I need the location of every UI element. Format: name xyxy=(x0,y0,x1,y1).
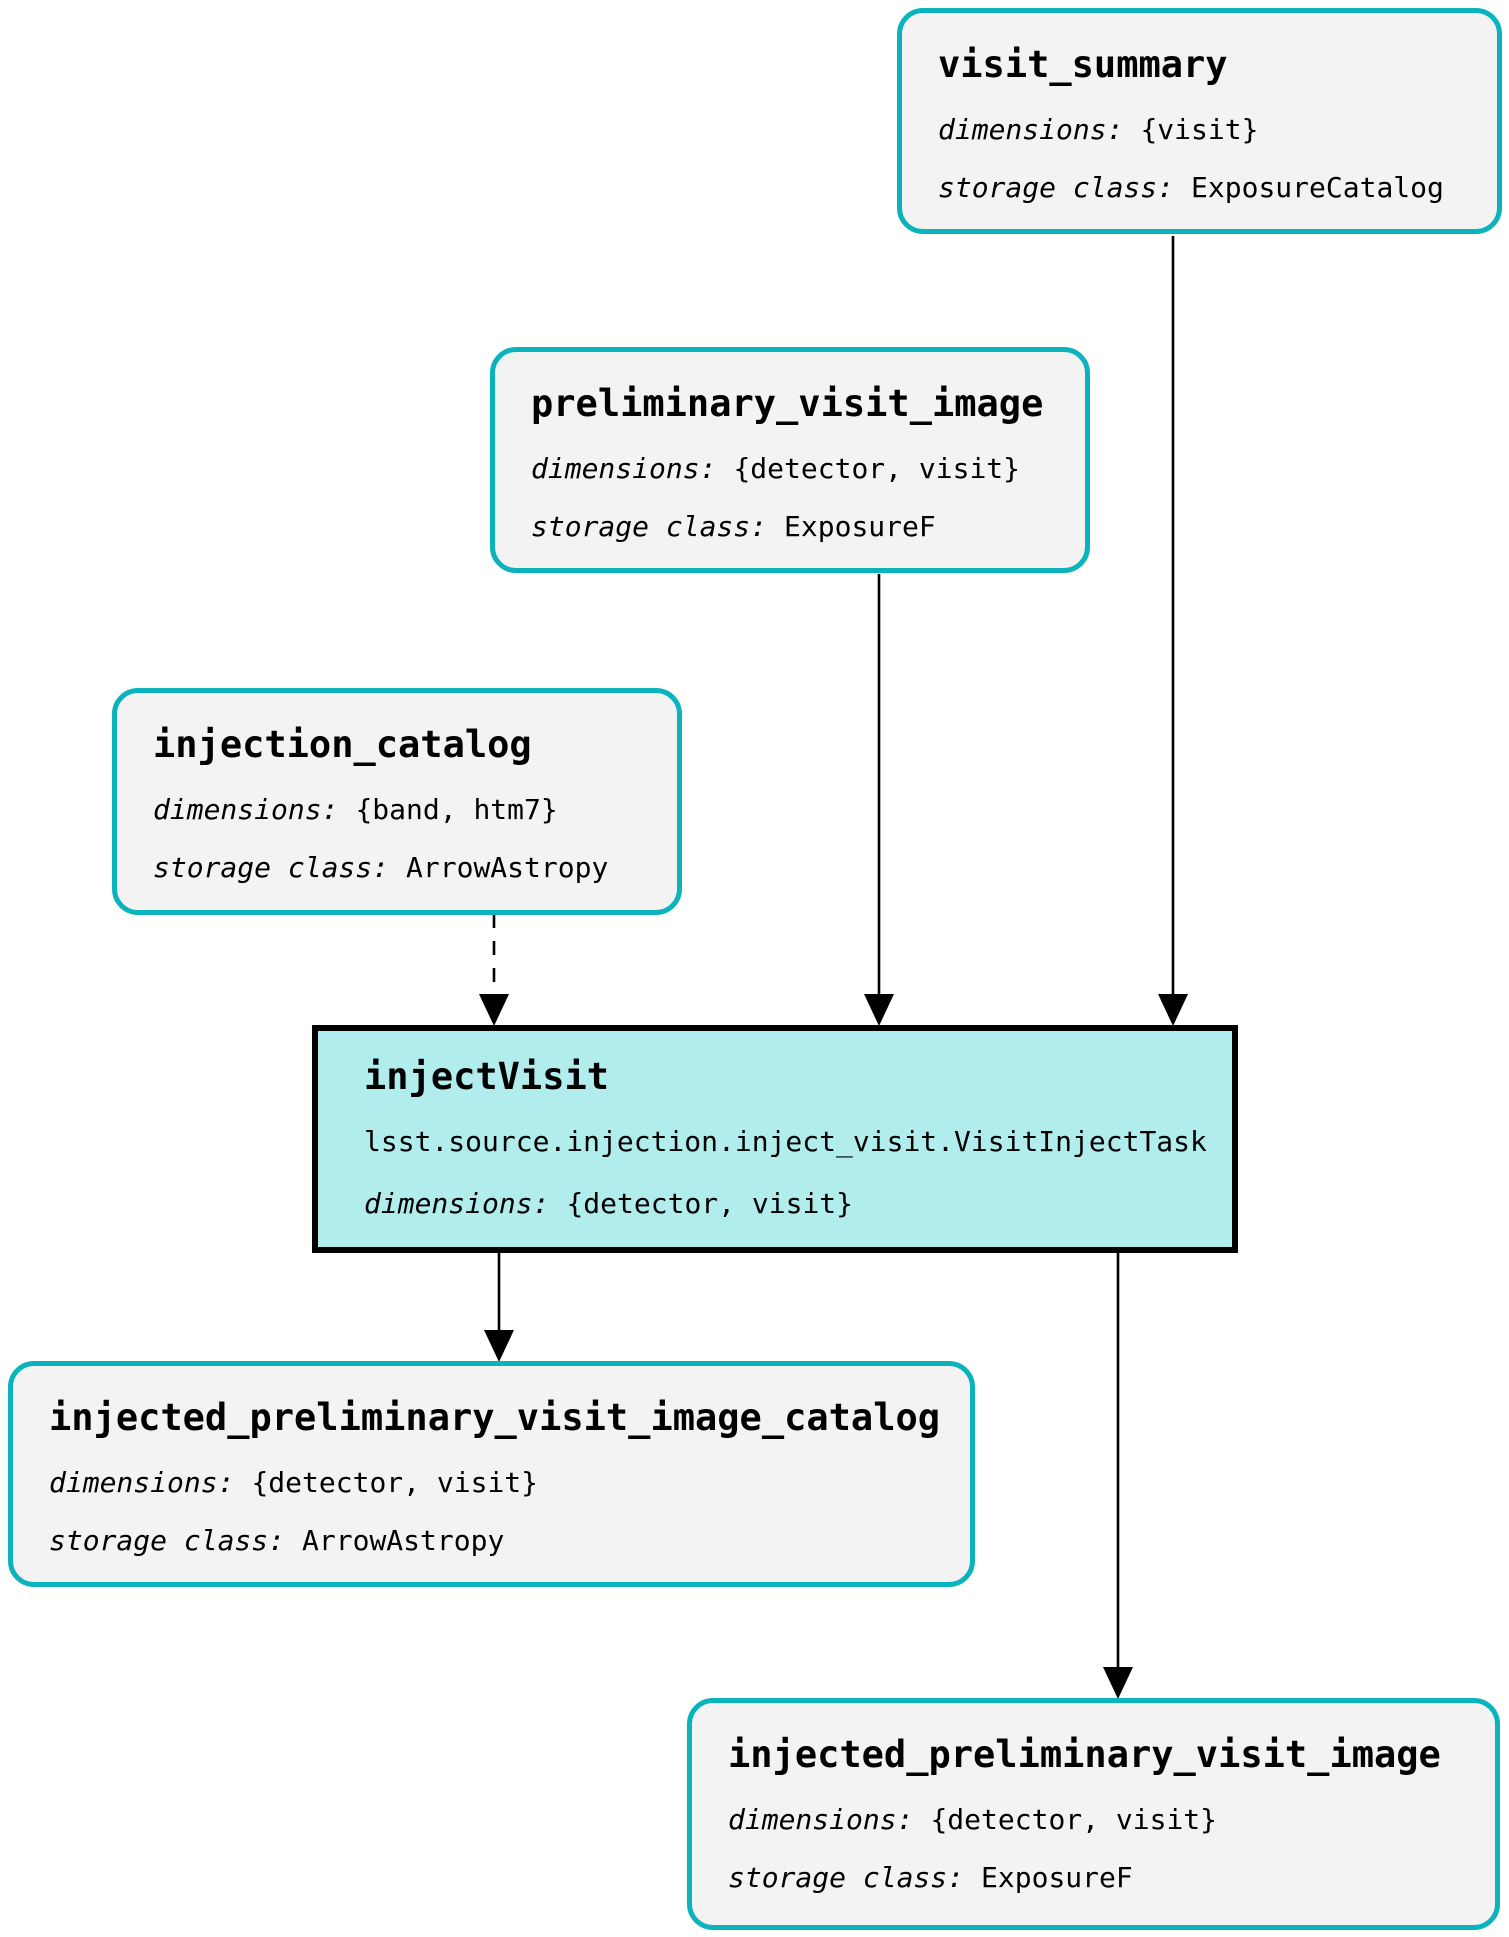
field-value: {detector, visit} xyxy=(566,1187,854,1220)
node-title: visit_summary xyxy=(938,43,1228,86)
node-injected-preliminary-visit-image-catalog: injected_preliminary_visit_image_catalog… xyxy=(8,1361,975,1587)
node-task-class: lsst.source.injection.inject_visit.Visit… xyxy=(364,1125,1207,1158)
node-title: injection_catalog xyxy=(153,723,532,766)
field-label: dimensions: xyxy=(49,1466,235,1499)
field-label: storage class: xyxy=(153,851,390,884)
field-value: ArrowAstropy xyxy=(302,1524,505,1557)
field-value: ArrowAstropy xyxy=(406,851,609,884)
node-field-dimensions: dimensions: {detector, visit} xyxy=(728,1803,1459,1837)
field-label: dimensions: xyxy=(728,1803,914,1836)
edge-preliminary-visit-image-to-injectvisit xyxy=(864,574,894,1026)
node-field-storage-class: storage class: ArrowAstropy xyxy=(153,851,641,885)
node-field-dimensions: dimensions: {detector, visit} xyxy=(49,1466,934,1500)
edge-injection-catalog-to-injectvisit xyxy=(479,914,509,1026)
node-injected-preliminary-visit-image: injected_preliminary_visit_image dimensi… xyxy=(687,1698,1500,1930)
node-injectvisit-task: injectVisit lsst.source.injection.inject… xyxy=(312,1025,1238,1253)
field-value: {visit} xyxy=(1140,113,1259,146)
node-title: injectVisit xyxy=(364,1055,610,1098)
field-label: storage class: xyxy=(49,1524,286,1557)
edge-arrowhead xyxy=(864,994,894,1026)
field-value: {band, htm7} xyxy=(355,793,558,826)
node-field-dimensions: dimensions: {band, htm7} xyxy=(153,793,641,827)
field-label: dimensions: xyxy=(364,1187,550,1220)
node-field-dimensions: dimensions: {detector, visit} xyxy=(364,1187,1196,1221)
edge-visit-summary-to-injectvisit xyxy=(1158,236,1188,1026)
field-label: storage class: xyxy=(531,510,768,543)
node-title: injected_preliminary_visit_image_catalog xyxy=(49,1396,941,1439)
field-label: dimensions: xyxy=(938,113,1124,146)
field-label: storage class: xyxy=(728,1861,965,1894)
node-field-dimensions: dimensions: {detector, visit} xyxy=(531,452,1049,486)
node-title: injected_preliminary_visit_image xyxy=(728,1733,1441,1776)
field-label: storage class: xyxy=(938,171,1175,204)
node-field-storage-class: storage class: ExposureF xyxy=(728,1861,1459,1895)
node-title: preliminary_visit_image xyxy=(531,382,1044,425)
edge-arrowhead xyxy=(1103,1667,1133,1699)
node-preliminary-visit-image: preliminary_visit_image dimensions: {dete… xyxy=(490,347,1090,573)
node-field-storage-class: storage class: ArrowAstropy xyxy=(49,1524,934,1558)
node-injection-catalog: injection_catalog dimensions: {band, htm7… xyxy=(112,688,682,915)
node-field-dimensions: dimensions: {visit} xyxy=(938,113,1461,147)
node-visit-summary: visit_summary dimensions: {visit} storage… xyxy=(897,8,1502,234)
edge-arrowhead xyxy=(1158,994,1188,1026)
field-label: dimensions: xyxy=(531,452,717,485)
field-value: {detector, visit} xyxy=(251,1466,539,1499)
edge-injectvisit-to-injected-preliminary-visit-image xyxy=(1103,1253,1133,1699)
field-value: ExposureCatalog xyxy=(1191,171,1444,204)
node-field-storage-class: storage class: ExposureCatalog xyxy=(938,171,1461,205)
edge-arrowhead xyxy=(479,994,509,1026)
edge-injectvisit-to-injected-preliminary-visit-image-catalog xyxy=(484,1253,514,1362)
field-value: ExposureF xyxy=(784,510,936,543)
edge-arrowhead xyxy=(484,1330,514,1362)
field-label: dimensions: xyxy=(153,793,339,826)
field-value: ExposureF xyxy=(981,1861,1133,1894)
node-field-storage-class: storage class: ExposureF xyxy=(531,510,1049,544)
field-value: {detector, visit} xyxy=(930,1803,1218,1836)
field-value: {detector, visit} xyxy=(733,452,1021,485)
